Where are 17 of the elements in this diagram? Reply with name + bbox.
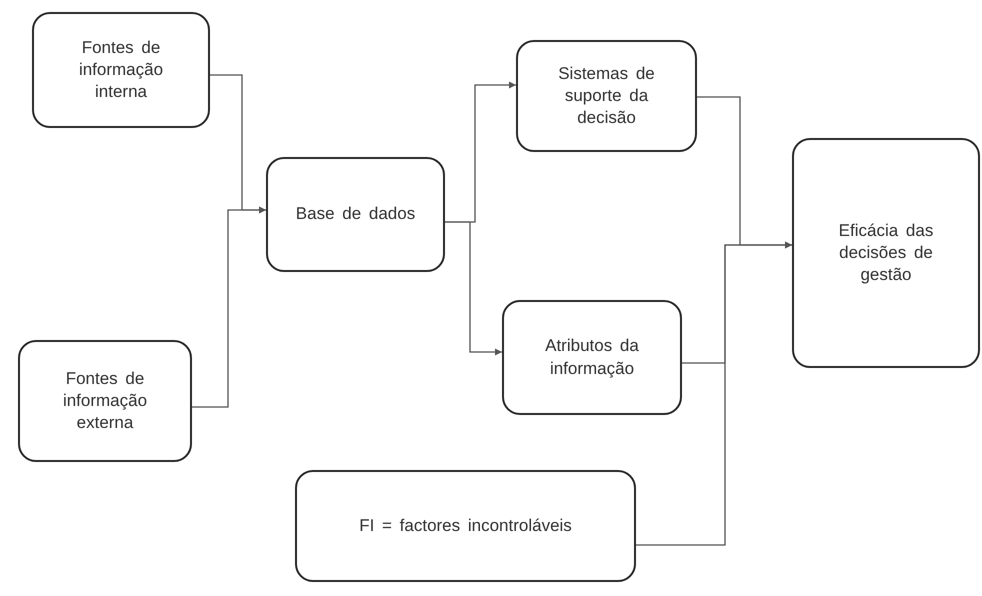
process-box [266,157,445,272]
box-label: Fontes de informação externa [62,368,148,434]
process-box [792,138,980,368]
box-label: Fontes de informação interna [78,36,164,104]
box-label: Eficácia das decisões de gestão [838,220,934,286]
connector-arrow [636,242,792,546]
process-box [32,12,210,128]
box-label: Base de dados [294,203,416,226]
connector-arrow [445,221,502,356]
process-box [18,340,192,462]
box-label: FI = factores incontroláveis [358,514,573,537]
process-box [502,300,682,415]
box-label: Sistemas de suporte da decisão [557,62,656,130]
process-box [516,40,697,152]
connector-arrow [192,206,266,408]
box-label: Atributos da informação [544,335,640,380]
process-box [295,470,636,582]
